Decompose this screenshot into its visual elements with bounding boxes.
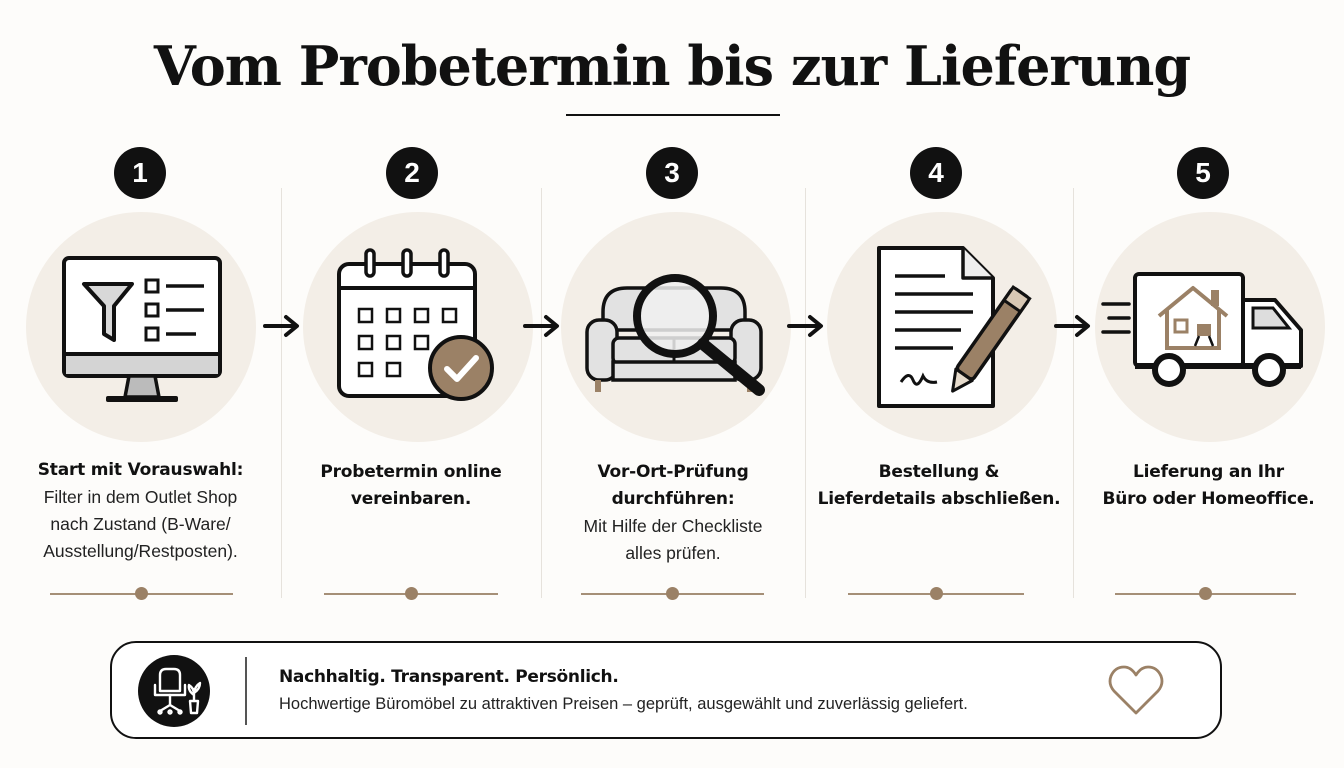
arrow-right-icon: [1054, 315, 1090, 337]
summary-banner: Nachhaltig. Transparent. Persönlich. Hoc…: [110, 641, 1222, 739]
dot-line-decoration: [50, 587, 233, 601]
page-title: Vom Probetermin bis zur Lieferung: [153, 34, 1191, 98]
step-illustration: [561, 212, 791, 442]
dot-line-decoration: [324, 587, 498, 601]
step-heading: Büro oder Homeoffice.: [1102, 489, 1315, 509]
step-number-badge: 3: [646, 147, 698, 199]
heart-icon: [1108, 665, 1164, 715]
step-description: Lieferung an Ihr Büro oder Homeoffice.: [1073, 459, 1344, 513]
step-heading: Bestellung &: [878, 462, 1000, 482]
arrow-right-icon: [263, 315, 299, 337]
step-heading: vereinbaren.: [350, 489, 472, 509]
step-illustration: [303, 212, 533, 442]
step-number-badge: 1: [114, 147, 166, 199]
step-line: alles prüfen.: [625, 543, 721, 563]
sofa-magnifier-icon: [585, 274, 765, 396]
calendar-check-icon: [337, 248, 494, 401]
step-heading: Start mit Vorauswahl:: [37, 460, 244, 480]
step-description: Vor-Ort-Prüfung durchführen: Mit Hilfe d…: [541, 459, 805, 567]
step-heading: Lieferung an Ihr: [1133, 462, 1284, 482]
arrow-right-icon: [787, 315, 823, 337]
step-heading: Lieferdetails abschließen.: [817, 489, 1061, 509]
step-number-badge: 2: [386, 147, 438, 199]
step-number-badge: 5: [1177, 147, 1229, 199]
step-1: 1 Start mit Vorauswahl: Filter in dem Ou…: [0, 147, 281, 610]
column-divider: [805, 188, 806, 598]
document-pen-icon: [877, 246, 1032, 408]
step-heading: Vor-Ort-Prüfung: [597, 462, 749, 482]
step-2: 2 Probetermin online vereinbaren.: [281, 147, 541, 610]
step-line: Mit Hilfe der Checkliste: [583, 516, 763, 536]
step-illustration: [827, 212, 1057, 442]
delivery-truck-icon: [1101, 272, 1303, 387]
step-description: Probetermin online vereinbaren.: [281, 459, 541, 513]
banner-title: Nachhaltig. Transparent. Persönlich.: [279, 667, 619, 687]
step-heading: durchführen:: [611, 489, 735, 509]
step-line: nach Zustand (B-Ware/: [50, 514, 231, 534]
monitor-filter-icon: [62, 256, 222, 402]
step-line: Filter in dem Outlet Shop: [43, 487, 238, 507]
step-illustration: [1095, 212, 1325, 442]
dot-line-decoration: [1115, 587, 1296, 601]
column-divider: [1073, 188, 1074, 598]
step-line: Ausstellung/Restposten).: [43, 541, 238, 561]
step-description: Start mit Vorauswahl: Filter in dem Outl…: [0, 457, 281, 565]
dot-line-decoration: [848, 587, 1024, 601]
step-4: 4 Bestellung & Lieferdetails abschließen…: [805, 147, 1073, 610]
step-5: 5 Lieferung an Ihr Büro oder Homeoffice.: [1073, 147, 1344, 610]
dot-line-decoration: [581, 587, 764, 601]
office-chair-plant-icon: [138, 655, 210, 727]
arrow-right-icon: [523, 315, 559, 337]
column-divider: [541, 188, 542, 598]
step-heading: Probetermin online: [320, 462, 502, 482]
column-divider: [281, 188, 282, 598]
step-illustration: [26, 212, 256, 442]
step-number-badge: 4: [910, 147, 962, 199]
banner-separator: [245, 657, 247, 725]
step-3: 3 Vor-Ort-Prüfung durchführen: Mit Hilfe…: [541, 147, 805, 610]
banner-subtitle: Hochwertige Büromöbel zu attraktiven Pre…: [279, 695, 968, 713]
title-underline: [566, 114, 780, 116]
step-description: Bestellung & Lieferdetails abschließen.: [805, 459, 1073, 513]
